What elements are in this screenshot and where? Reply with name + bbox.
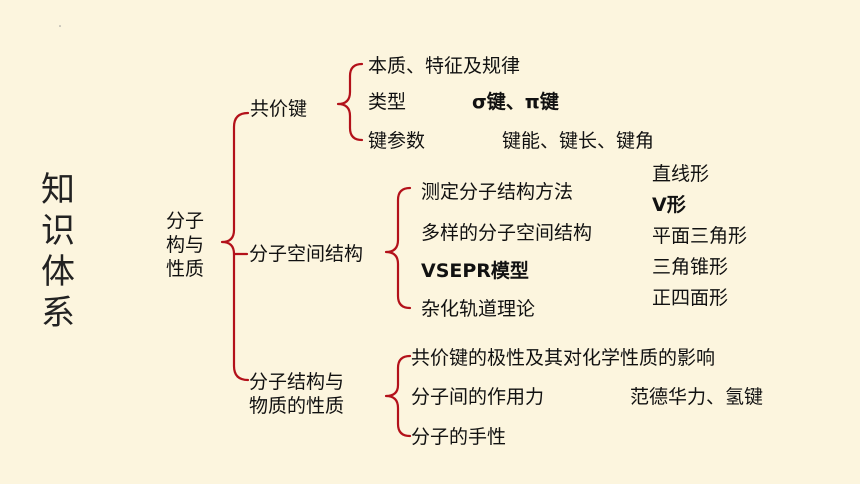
root-line: 构与 (165, 234, 204, 256)
side-title: 知 识 体 系 (38, 170, 78, 334)
shape-item: 直线形 (652, 163, 710, 185)
prop-intermolecular-value: 范德华力、氢键 (630, 386, 764, 408)
corner-dot (59, 25, 61, 27)
prop-intermolecular: 分子间的作用力 (411, 386, 545, 408)
side-title-char: 识 (41, 211, 75, 251)
branch-covalent: 共价键 (250, 98, 308, 120)
shape-item: 平面三角形 (652, 225, 748, 247)
covalent-type-value: σ键、π键 (472, 91, 559, 113)
shape-item: 正四面形 (652, 287, 729, 309)
covalent-param-label: 键参数 (368, 130, 426, 152)
side-title-char: 知 (41, 170, 75, 210)
properties-bracket (384, 354, 412, 438)
branch-properties: 分子结构与 物质的性质 (249, 370, 344, 418)
branch-properties-line: 分子结构与 (249, 371, 345, 393)
prop-polarity: 共价键的极性及其对化学性质的影响 (411, 347, 716, 369)
main-bracket (220, 111, 250, 382)
spatial-hybrid: 杂化轨道理论 (421, 298, 536, 320)
branch-spatial: 分子空间结构 (249, 243, 364, 265)
root-line: 分子 (165, 210, 204, 232)
side-title-char: 系 (41, 293, 75, 333)
covalent-nature: 本质、特征及规律 (368, 55, 521, 77)
spatial-diverse: 多样的分子空间结构 (421, 222, 593, 244)
shape-item: 三角锥形 (652, 256, 729, 278)
side-title-char: 体 (41, 252, 75, 292)
branch-properties-line: 物质的性质 (249, 395, 345, 417)
covalent-param-value: 键能、键长、键角 (502, 130, 655, 152)
covalent-bracket (336, 62, 364, 142)
prop-chirality: 分子的手性 (411, 426, 507, 448)
spatial-vsepr: VSEPR模型 (421, 260, 529, 282)
shape-item: V形 (652, 194, 686, 216)
spatial-method: 测定分子结构方法 (421, 181, 574, 203)
root-line: 性质 (165, 258, 204, 280)
covalent-type-label: 类型 (368, 91, 407, 113)
root-node: 分子 构与 性质 (160, 209, 210, 281)
spatial-bracket (384, 186, 412, 310)
